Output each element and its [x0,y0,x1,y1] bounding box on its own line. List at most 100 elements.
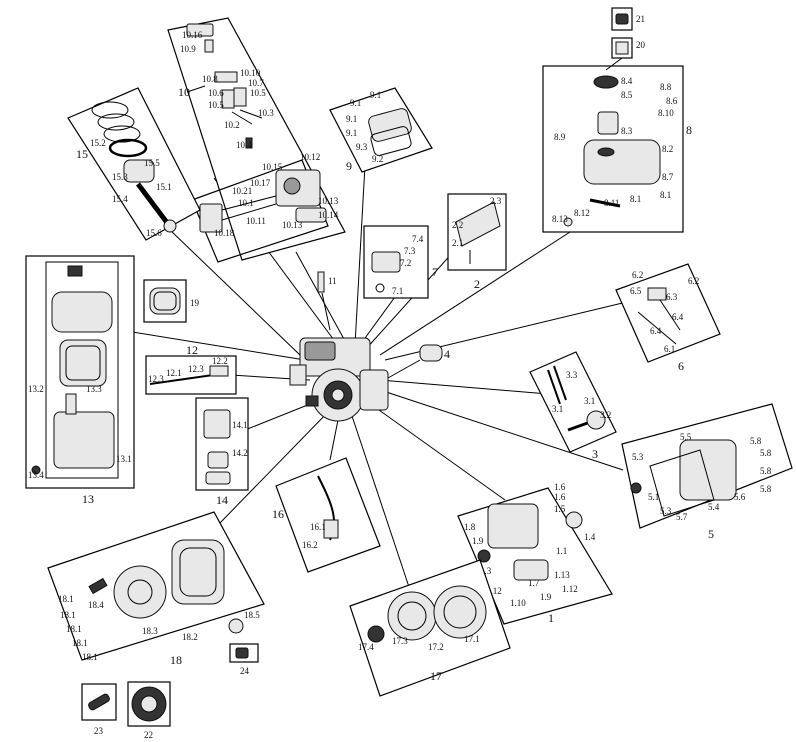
group-number-18: 18 [170,653,182,667]
starter-handle-icon [81,683,117,721]
label-1-9b: 1.9 [540,592,552,602]
group-number-8: 8 [686,123,692,137]
label-6-2a: 6.2 [632,270,643,280]
label-8-11: 8.11 [604,198,619,208]
group-12-ignition [145,355,237,395]
label-10-13: 10.13 [282,220,303,230]
label-10-14: 10.14 [318,210,339,220]
label-1-8a: 1.8 [464,522,476,532]
label-5-8a: 5.8 [750,436,762,446]
group-number-12: 12 [186,343,198,357]
group-number-13: 13 [82,492,94,506]
group-5-crankcase-cover [621,403,793,529]
label-6-4b: 6.4 [650,326,662,336]
label-17-2: 17.2 [428,642,444,652]
label-5-8b: 5.8 [760,448,772,458]
fuel-tank-icon [563,75,661,227]
label-9-1c: 9.1 [346,114,357,124]
label-15-2: 15.2 [90,138,106,148]
label-1-12a: 1.12 [486,586,502,596]
label-14-1: 14.1 [232,420,248,430]
label-12-2: 12.2 [212,356,228,366]
label-5-7: 5.7 [676,512,688,522]
label-1-6b: 1.6 [554,492,566,502]
label-7-3: 7.3 [404,246,416,256]
group-18-starter [47,511,265,661]
label-18-2: 18.2 [182,632,198,642]
label-1-9a: 1.9 [472,536,484,546]
group-number-16: 16 [272,507,284,521]
label-1-7: 1.7 [528,578,540,588]
group-number-5: 5 [708,527,714,541]
group-number-9: 9 [346,159,352,173]
group-6-governor [615,263,721,363]
label-1-12b: 1.12 [562,584,578,594]
label-10-1: 10.1 [238,198,254,208]
label-3-1b: 3.1 [584,396,595,406]
group-9-rocker-cover [329,87,433,173]
label-8-4: 8.4 [621,76,633,86]
label-6-3: 6.3 [666,292,678,302]
label-8-3: 8.3 [621,126,633,136]
label-16-2: 16.2 [302,540,318,550]
air-filter-icon [31,265,115,475]
group-number-11: 11 [328,276,337,286]
label-1-10: 1.10 [510,598,526,608]
label-8-7: 8.7 [662,172,674,182]
group-10-cylinder-head [167,17,346,263]
label-17-1: 17.1 [464,634,480,644]
label-9-1d: 9.1 [346,128,357,138]
group-19-filter-element [143,279,187,323]
label-9-2: 9.2 [372,154,383,164]
group-number-19: 19 [190,298,200,308]
engine-assembly-icon [289,337,443,422]
label-1-1: 1.1 [556,546,567,556]
group-number-4: 4 [444,347,450,361]
group-14-carburetor [195,397,249,491]
group-number-1: 1 [548,611,554,625]
label-10-16: 10.16 [182,30,203,40]
label-10-5b: 10.5 [208,100,224,110]
label-12-3b: 12.3 [148,374,164,384]
label-5-8c: 5.8 [760,466,772,476]
label-12-3a: 12.3 [188,364,204,374]
label-18-4: 18.4 [88,600,104,610]
label-13-3: 13.3 [86,384,102,394]
group-3-camshaft [529,351,617,453]
label-7-1: 7.1 [392,286,403,296]
label-17-3: 17.3 [392,636,408,646]
rocker-cover-icon [368,108,412,156]
label-6-2b: 6.2 [688,276,699,286]
label-1-5: 1.5 [554,504,566,514]
label-8-2: 8.2 [662,144,673,154]
label-18-1c: 18.1 [66,624,82,634]
label-10-10: 10.10 [240,68,261,78]
label-13-2: 13.2 [28,384,44,394]
label-3-1a: 3.1 [552,404,563,414]
label-8-9: 8.9 [554,132,566,142]
label-10-2: 10.2 [224,120,240,130]
label-10-5: 10.5 [250,88,266,98]
label-8-1a: 8.1 [660,190,671,200]
label-6-5: 6.5 [630,286,642,296]
label-18-3: 18.3 [142,626,158,636]
label-5-5: 5.5 [680,432,692,442]
label-3-3: 3.3 [566,370,578,380]
label-18-5: 18.5 [244,610,260,620]
label-3-2: 3.2 [600,410,611,420]
label-15-6: 15.6 [146,228,162,238]
label-9-1a: 9.1 [350,98,361,108]
label-8-12: 8.12 [574,208,590,218]
label-10-7: 10.7 [248,78,264,88]
label-8-5: 8.5 [621,90,633,100]
label-18-1b: 18.1 [60,610,76,620]
valve-parts [186,23,263,149]
label-1-13: 1.13 [554,570,570,580]
label-15-3: 15.3 [112,172,128,182]
label-5-6: 5.6 [734,492,746,502]
label-10-4: 10.4 [236,140,252,150]
group-2-guard [447,193,507,271]
group-number-10: 10 [178,85,190,99]
label-10-11: 10.11 [246,216,266,226]
